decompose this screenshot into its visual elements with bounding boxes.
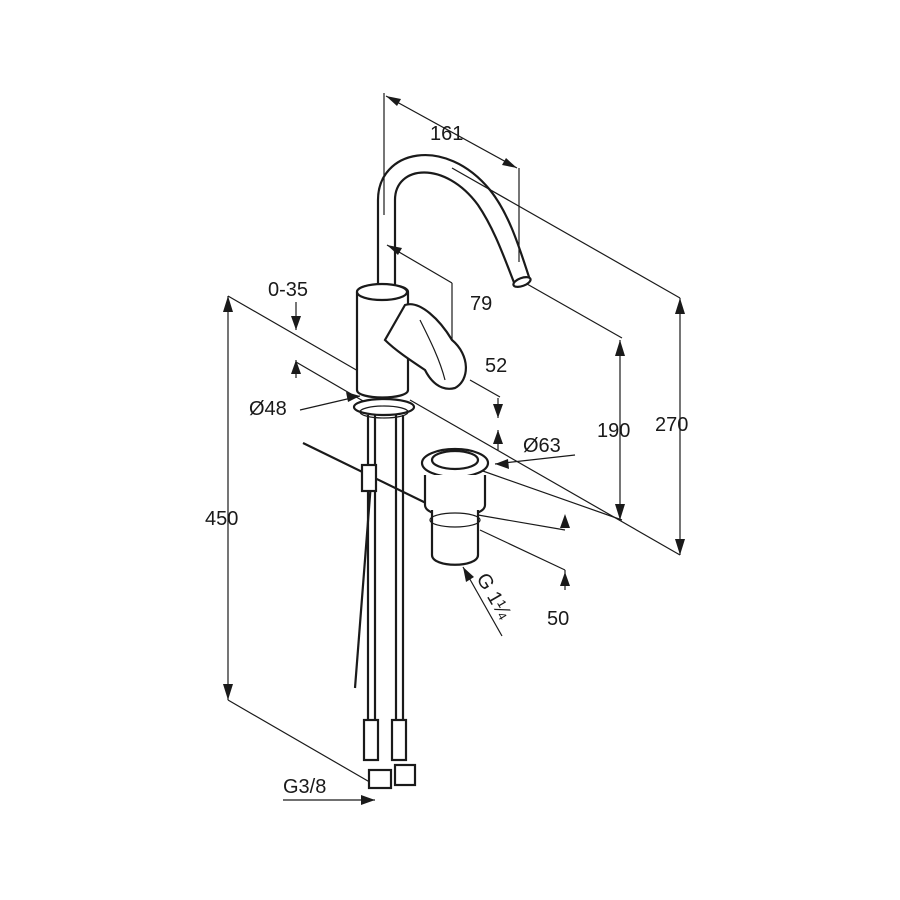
dim-270: 270 — [655, 414, 688, 436]
base-ring — [352, 397, 416, 419]
dim-79: 79 — [470, 293, 492, 315]
faucet-body — [355, 282, 410, 399]
faucet-spout — [376, 154, 532, 292]
thread-g3-8: G3/8 — [283, 776, 326, 798]
dim-450: 450 — [205, 508, 238, 530]
pop-up-rod — [302, 442, 431, 689]
dimension-lines — [223, 93, 685, 805]
dim-diameter-48: Ø48 — [249, 398, 287, 420]
dim-0-35: 0-35 — [268, 279, 308, 301]
dim-161: 161 — [430, 123, 463, 145]
thread-g-1-1-4: G 1¼ — [472, 570, 516, 624]
dim-190: 190 — [597, 420, 630, 442]
dim-diameter-63: Ø63 — [523, 435, 561, 457]
faucet-lever — [383, 303, 467, 390]
pop-up-waste — [420, 447, 490, 566]
dim-52: 52 — [485, 355, 507, 377]
dim-50: 50 — [547, 608, 569, 630]
